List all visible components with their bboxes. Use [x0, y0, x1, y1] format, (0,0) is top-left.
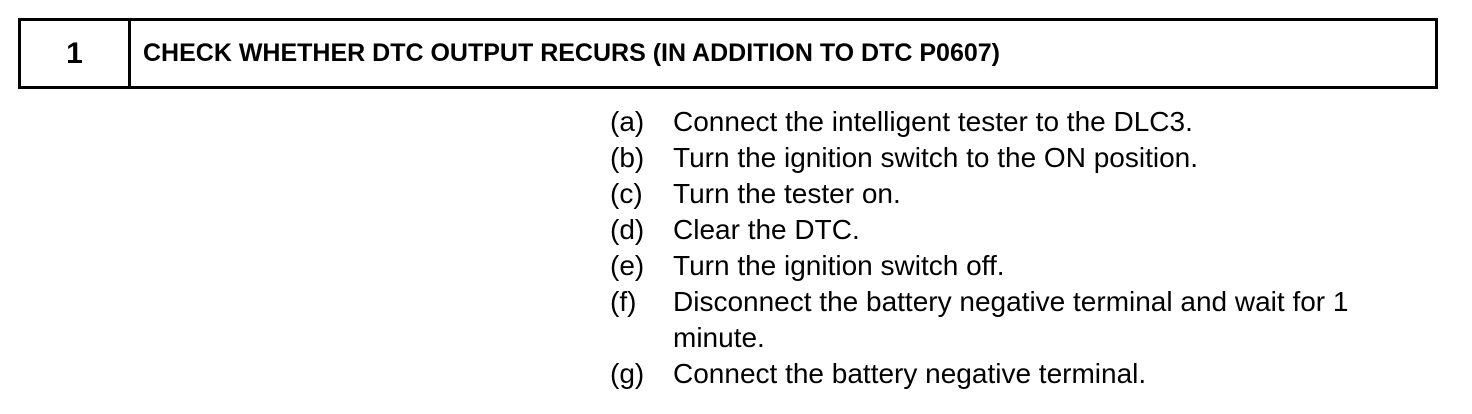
- item-text: Disconnect the battery negative terminal…: [673, 286, 1349, 353]
- instruction-item-f: (f) Disconnect the battery negative term…: [610, 284, 1430, 356]
- item-text: Turn the tester on.: [673, 178, 901, 209]
- instruction-list: (a) Connect the intelligent tester to th…: [610, 104, 1430, 392]
- instruction-item-a: (a) Connect the intelligent tester to th…: [610, 104, 1430, 140]
- item-marker: (a): [610, 106, 645, 137]
- item-marker: (c): [610, 178, 643, 209]
- item-text: Clear the DTC.: [673, 214, 860, 245]
- item-marker: (f): [610, 286, 637, 317]
- instruction-item-c: (c) Turn the tester on.: [610, 176, 1430, 212]
- item-marker: (b): [610, 142, 645, 173]
- item-text: Turn the ignition switch to the ON posit…: [673, 142, 1198, 173]
- step-title: CHECK WHETHER DTC OUTPUT RECURS (IN ADDI…: [143, 39, 1000, 67]
- item-marker: (d): [610, 214, 645, 245]
- step-number: 1: [21, 21, 131, 86]
- instruction-item-b: (b) Turn the ignition switch to the ON p…: [610, 140, 1430, 176]
- instruction-item-e: (e) Turn the ignition switch off.: [610, 248, 1430, 284]
- item-text: Turn the ignition switch off.: [673, 250, 1005, 281]
- instruction-item-g: (g) Connect the battery negative termina…: [610, 356, 1430, 392]
- item-text: Connect the battery negative terminal.: [673, 358, 1147, 389]
- step-header: 1 CHECK WHETHER DTC OUTPUT RECURS (IN AD…: [18, 18, 1438, 89]
- instruction-item-d: (d) Clear the DTC.: [610, 212, 1430, 248]
- item-marker: (g): [610, 358, 645, 389]
- item-text: Connect the intelligent tester to the DL…: [673, 106, 1193, 137]
- item-marker: (e): [610, 250, 645, 281]
